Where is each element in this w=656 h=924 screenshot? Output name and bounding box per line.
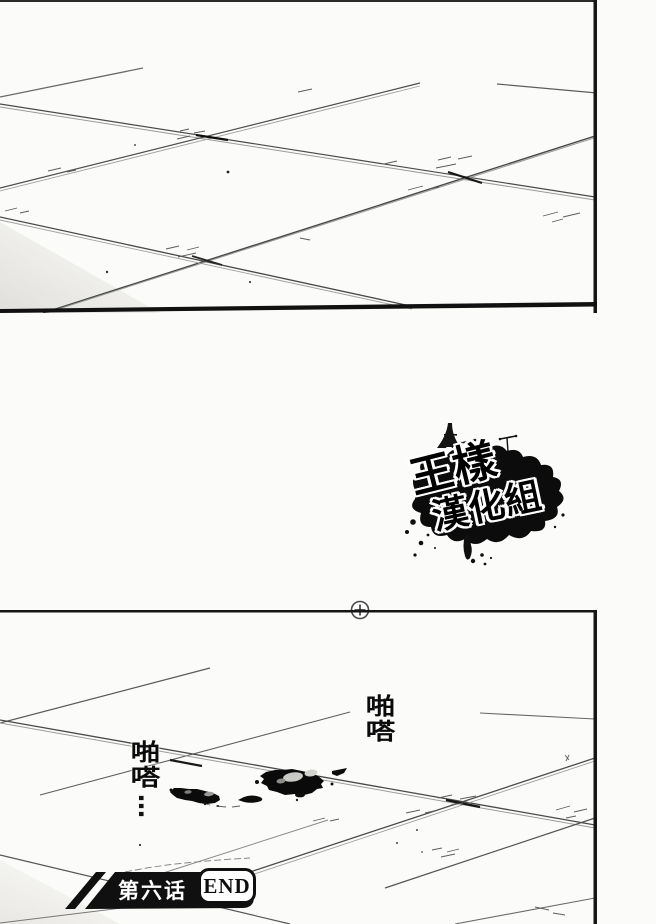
panel-top bbox=[0, 0, 597, 313]
ink-blob bbox=[412, 445, 564, 544]
chapter-banner: 第六话 END bbox=[60, 866, 290, 916]
blood-drops bbox=[169, 768, 347, 807]
tower-icon bbox=[437, 423, 461, 448]
sfx-right: 啪嗒 bbox=[361, 694, 396, 744]
watermark-blob-art bbox=[405, 423, 565, 566]
sfx-left: 啪嗒 bbox=[126, 740, 161, 790]
sfx-left-trail: … bbox=[133, 794, 161, 820]
watermark-stamp: 王樣 漢化組 bbox=[395, 415, 575, 575]
chapter-label: 第六话 bbox=[118, 879, 187, 903]
ink-splatter bbox=[405, 513, 565, 566]
end-badge: END bbox=[198, 868, 256, 904]
panel-top-art bbox=[0, 0, 597, 313]
end-label: END bbox=[203, 873, 251, 898]
